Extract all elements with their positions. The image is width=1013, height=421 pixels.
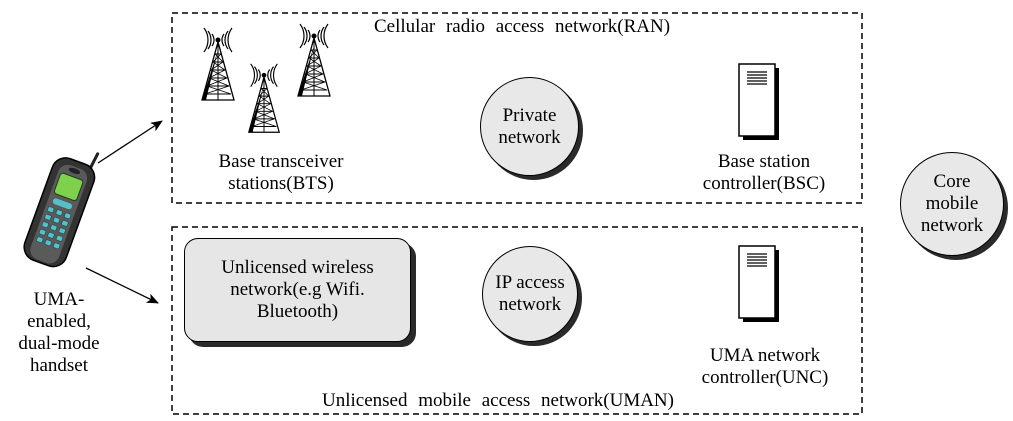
wireless-line3: Bluetooth) <box>256 301 339 322</box>
ip-access-network-node: IP access network <box>482 246 578 342</box>
arrow-to-uman <box>85 267 159 304</box>
core-line2: mobile <box>925 193 979 214</box>
bts-label-line2: stations(BTS) <box>228 173 334 194</box>
handset-line1: UMA- <box>33 289 85 310</box>
private-network-line2: network <box>498 126 561 148</box>
handset-label: UMA- enabled, dual-mode handset <box>4 289 114 377</box>
unc-server-icon <box>738 245 780 323</box>
handset-line4: handset <box>29 355 89 376</box>
arrow-to-ran <box>97 120 163 164</box>
uman-title: Unlicensed mobile access network(UMAN) <box>322 390 674 411</box>
core-mobile-network-node: Core mobile network <box>900 152 1004 256</box>
unlicensed-wireless-network-box: Unlicensed wireless network(e.g Wifi. Bl… <box>184 238 411 342</box>
handset-line2: enabled, <box>27 311 91 332</box>
bsc-label-line2: controller(BSC) <box>702 173 826 194</box>
private-network-node: Private network <box>480 77 579 176</box>
handset-line3: dual-mode <box>18 333 100 354</box>
ran-boundary <box>171 12 863 204</box>
ip-access-line1: IP access <box>495 272 565 293</box>
cell-tower-icon <box>201 23 331 133</box>
core-line3: network <box>920 215 984 236</box>
bts-label-line1: Base transceiver <box>218 151 344 172</box>
bsc-label: Base station controller(BSC) <box>694 151 834 195</box>
unc-label: UMA network controller(UNC) <box>690 345 840 389</box>
wireless-line2: network(e.g Wifi. <box>230 279 365 300</box>
core-line1: Core <box>933 171 971 192</box>
private-network-line1: Private <box>502 104 557 126</box>
unc-label-line1: UMA network <box>709 345 821 366</box>
bsc-label-line1: Base station <box>717 151 811 172</box>
bsc-server-icon <box>738 63 780 141</box>
bts-label: Base transceiver stations(BTS) <box>196 151 366 195</box>
ip-access-line2: network <box>498 294 562 315</box>
mobile-phone-icon <box>23 152 100 268</box>
ran-title: Cellular radio access network(RAN) <box>374 16 671 37</box>
unc-label-line2: controller(UNC) <box>701 367 829 388</box>
uman-boundary <box>171 226 863 415</box>
wireless-line1: Unlicensed wireless <box>221 257 374 278</box>
